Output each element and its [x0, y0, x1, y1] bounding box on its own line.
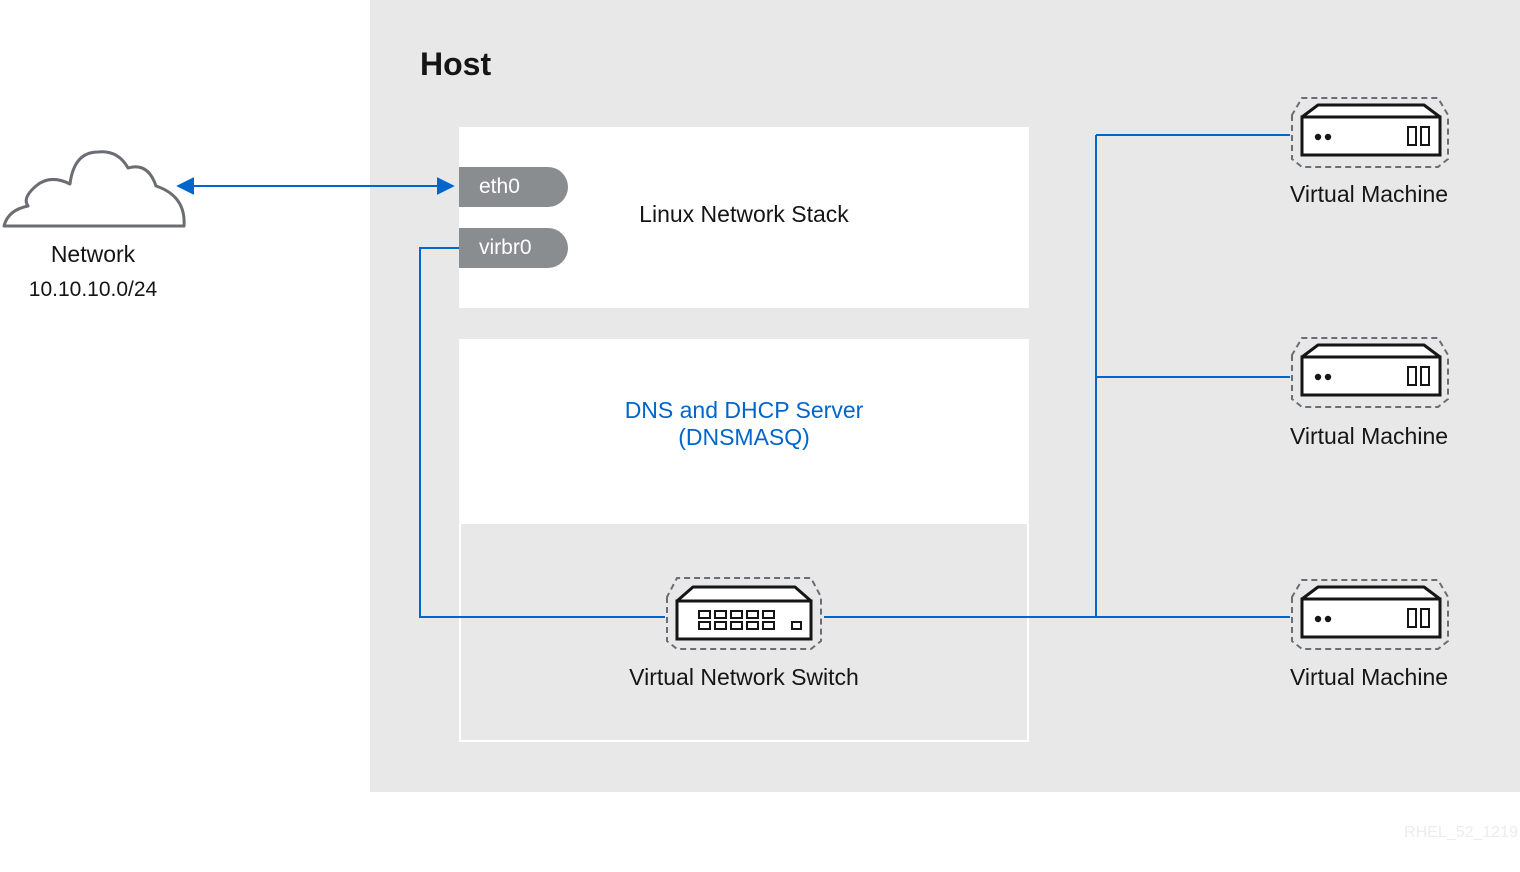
interface-virbr0: virbr0 [459, 228, 568, 268]
network-subnet: 10.10.10.0/24 [28, 278, 158, 301]
virtual-machine-label-3: Virtual Machine [1289, 664, 1449, 690]
virtual-switch-label: Virtual Network Switch [629, 664, 859, 690]
watermark: RHEL_52_1219 [1404, 824, 1518, 841]
server-icon [1291, 97, 1449, 168]
linux-network-stack-panel [459, 127, 1029, 308]
server-icon [1291, 579, 1449, 650]
dns-label-line1: DNS and DHCP Server [624, 397, 864, 423]
dns-dhcp-server-label: DNS and DHCP Server (DNSMASQ) [459, 397, 1029, 451]
virtual-machine-label-1: Virtual Machine [1289, 181, 1449, 207]
network-switch-icon [666, 577, 822, 650]
dns-label-line2: (DNSMASQ) [678, 424, 810, 450]
server-icon [1291, 337, 1449, 408]
host-title: Host [420, 46, 492, 82]
interface-eth0: eth0 [459, 167, 568, 207]
virbr0-switch-link [419, 247, 665, 618]
cloud-icon [2, 150, 186, 228]
virtual-machine-label-2: Virtual Machine [1289, 423, 1449, 449]
linux-network-stack-label: Linux Network Stack [639, 201, 849, 227]
network-label: Network [50, 241, 136, 267]
dns-dhcp-server-panel [459, 339, 1029, 522]
